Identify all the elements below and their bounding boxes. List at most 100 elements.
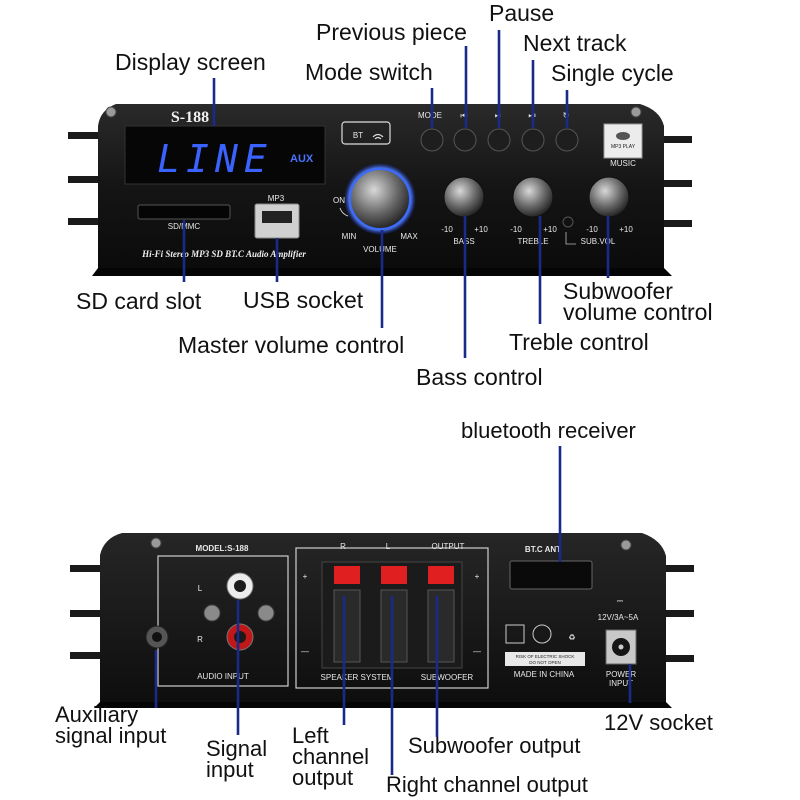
callout-12v-socket: 12V socket	[604, 710, 713, 735]
bass-minus: -10	[441, 225, 453, 234]
callout-subwoofer-line2: volume control	[563, 299, 713, 325]
subvol-minus: -10	[586, 225, 598, 234]
front-panel: S-188 LINE AUX BT SD/MMC MP3 ON MIN MAX …	[68, 104, 692, 276]
terminal-subwoofer[interactable]	[427, 566, 455, 663]
out-output-label: OUTPUT	[432, 542, 465, 551]
subvol-knob-group: -10 +10 SUB.VOL	[565, 176, 633, 246]
callout-mode-switch: Mode switch	[305, 59, 433, 85]
plus-left: +	[303, 572, 308, 581]
callout-display-screen: Display screen	[115, 49, 266, 75]
out-l-label: L	[386, 542, 391, 551]
plus-right: +	[475, 572, 480, 581]
recycle-icon: ♻	[568, 633, 575, 642]
front-model-label: S-188	[171, 109, 209, 126]
next-track-button[interactable]	[521, 128, 545, 152]
weee-icon	[505, 624, 525, 644]
screw-icon	[203, 604, 221, 622]
volume-max-label: MAX	[400, 232, 418, 241]
screw-icon	[620, 539, 632, 551]
callout-aux-line2: signal input	[55, 723, 166, 748]
callout-treble-control: Treble control	[509, 329, 649, 355]
screw-icon	[105, 106, 117, 118]
callout-subwoofer-output: Subwoofer output	[408, 733, 580, 758]
wifi-icon	[372, 133, 384, 140]
treble-knob-group: -10 +10 TREBLE	[510, 176, 557, 246]
volume-on-label: ON	[333, 196, 345, 205]
rca-r-label: R	[197, 635, 203, 644]
rca-l-label: L	[198, 584, 203, 593]
display-text: LINE	[157, 137, 273, 181]
warning-line2: DO NOT OPEN	[529, 660, 560, 665]
sd-card-slot[interactable]	[137, 204, 231, 220]
treble-label: TREBLE	[517, 237, 548, 246]
screw-icon	[257, 604, 275, 622]
callout-previous-piece: Previous piece	[316, 19, 467, 45]
pause-button[interactable]	[487, 128, 511, 152]
bt-ant-label: BT.C ANT	[525, 545, 561, 554]
display-aux: AUX	[290, 153, 314, 165]
front-left-fins	[68, 132, 100, 225]
subwoofer-volume-knob[interactable]	[588, 176, 630, 218]
power-input-line2: INPUT	[609, 679, 633, 688]
terminal-left[interactable]	[380, 566, 408, 663]
back-right-fins	[664, 565, 694, 662]
made-in-label: MADE IN CHINA	[514, 670, 575, 679]
volume-min-label: MIN	[342, 232, 357, 241]
screw-icon	[150, 537, 162, 549]
previous-piece-button[interactable]	[453, 128, 477, 152]
bass-knob[interactable]	[443, 176, 485, 218]
callout-signal-line1: Signal	[206, 736, 267, 761]
bt-badge	[341, 121, 391, 145]
minus-right: —	[473, 647, 481, 656]
back-left-fins	[70, 565, 102, 659]
mode-label: MODE	[418, 111, 442, 120]
mode-switch-button[interactable]	[420, 128, 444, 152]
subwoofer-label: SUBWOOFER	[421, 673, 474, 682]
master-volume-knob[interactable]	[349, 168, 411, 230]
power-spec-label: 12V/3A~5A	[598, 613, 639, 622]
callout-aux-line1: Auxiliary	[55, 702, 138, 727]
front-bottom-strip: Hi-Fi Stereo MP3 SD BT.C Audio Amplifier	[141, 249, 306, 259]
previous-icon: ⏮	[460, 111, 467, 120]
back-callouts: bluetooth receiver Auxiliary signal inpu…	[55, 418, 713, 797]
terminal-right[interactable]	[333, 566, 361, 663]
speaker-system-label: SPEAKER SYSTEM	[321, 673, 394, 682]
subvol-label: SUB.VOL	[581, 237, 616, 246]
screw-icon	[630, 106, 642, 118]
bt-badge-text: BT	[353, 131, 363, 140]
callout-subwoofer-line1: Subwoofer	[563, 278, 673, 304]
callout-right-channel-output: Right channel output	[386, 772, 588, 797]
subvol-plus: +10	[619, 225, 633, 234]
audio-input-panel	[157, 555, 289, 687]
indicator-led	[562, 216, 574, 228]
mp3-badge-line1: MP3 PLAY	[611, 144, 636, 150]
treble-plus: +10	[543, 225, 557, 234]
bass-plus: +10	[474, 225, 488, 234]
mp3-badge	[603, 123, 643, 159]
usb-label: MP3	[268, 194, 285, 203]
back-leaders	[154, 446, 632, 775]
power-input-line1: POWER	[606, 670, 636, 679]
out-r-label: R	[340, 542, 346, 551]
callout-signal-line2: input	[206, 757, 254, 782]
audio-input-label: AUDIO INPUT	[197, 672, 249, 681]
warning-line1: RISK OF ELECTRIC SHOCK	[516, 654, 575, 659]
dc-polarity-icon: ⎓	[617, 596, 624, 605]
callout-left-line1: Left	[292, 723, 329, 748]
callout-single-cycle: Single cycle	[551, 60, 674, 86]
single-cycle-button[interactable]	[555, 128, 579, 152]
front-right-fins	[660, 136, 692, 227]
callout-left-line3: output	[292, 765, 353, 790]
mp3-badge-line2: MUSIC	[610, 159, 636, 168]
treble-knob[interactable]	[512, 176, 554, 218]
bluetooth-receiver	[509, 560, 593, 590]
callout-left-line2: channel	[292, 744, 369, 769]
callout-bass-control: Bass control	[416, 364, 543, 390]
front-callouts: Display screen Previous piece Pause Next…	[76, 0, 713, 390]
treble-minus: -10	[510, 225, 522, 234]
callout-bluetooth-receiver: bluetooth receiver	[461, 418, 636, 443]
back-panel: MODEL:S-188 L R AUDIO INPUT R L OUTPUT +…	[70, 533, 694, 708]
callout-pause: Pause	[489, 0, 554, 26]
callout-sd-card-slot: SD card slot	[76, 288, 202, 314]
